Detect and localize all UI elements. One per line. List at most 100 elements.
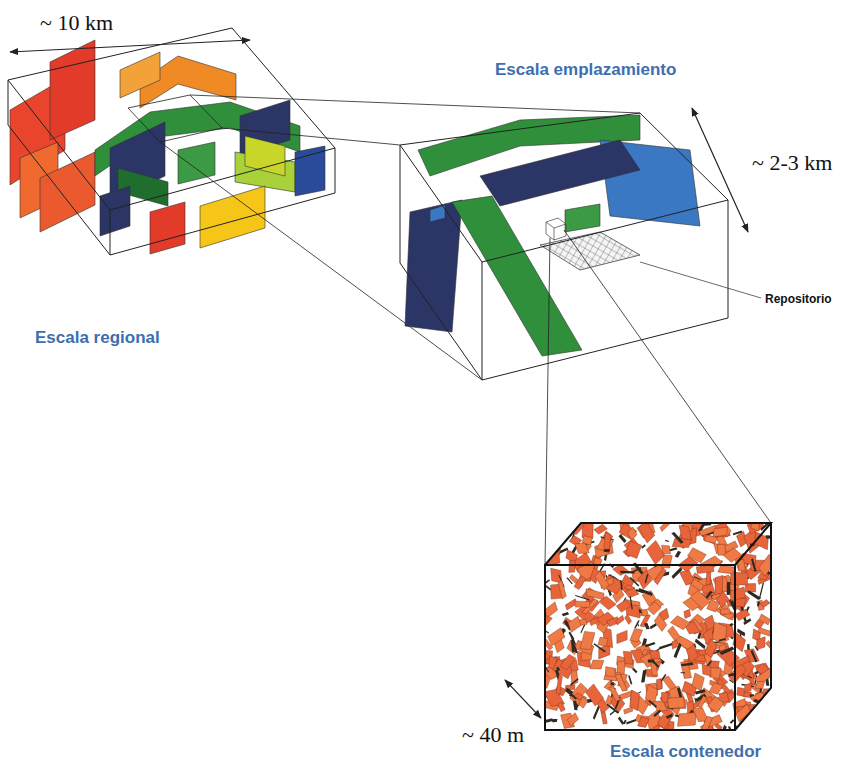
fracture-piece — [748, 591, 760, 600]
fracture-piece — [661, 555, 672, 568]
fracture-piece — [637, 623, 640, 627]
fracture-piece — [625, 614, 632, 624]
fracture-piece — [761, 708, 765, 719]
fracture-piece — [719, 638, 726, 641]
fracture-piece — [590, 660, 604, 669]
fracture-piece — [710, 666, 722, 679]
dimension-label: ~ 10 km — [40, 10, 113, 36]
fracture-piece — [599, 596, 616, 610]
fracture-piece — [754, 646, 758, 651]
fracture-piece — [579, 697, 588, 709]
fracture-piece — [619, 534, 627, 543]
fracture-piece — [641, 544, 646, 549]
fracture-piece — [654, 710, 662, 718]
fracture-piece — [747, 519, 764, 534]
fracture-piece — [616, 600, 631, 613]
fracture-piece — [594, 524, 608, 534]
fracture-piece — [681, 663, 694, 667]
fracture-piece — [556, 667, 560, 672]
fracture-piece — [606, 695, 613, 706]
fracture-piece — [565, 689, 577, 699]
fracture-piece — [671, 532, 683, 544]
fracture-piece — [630, 577, 640, 587]
fracture-piece — [696, 565, 714, 574]
fracture-piece — [630, 690, 640, 711]
fracture-piece — [651, 659, 659, 668]
fracture-plane — [40, 152, 95, 232]
fracture-piece — [634, 620, 639, 628]
fracture-piece — [645, 574, 649, 583]
container-scale-block: Escala contenedor — [540, 515, 780, 768]
fracture-piece — [757, 602, 760, 607]
fracture-piece — [580, 631, 595, 649]
fracture-piece — [616, 615, 624, 625]
fracture-piece — [665, 540, 669, 542]
fracture-plane — [480, 140, 640, 206]
fracture-piece — [751, 519, 759, 532]
fracture-piece — [686, 644, 698, 662]
fracture-piece — [715, 575, 723, 594]
fracture-piece — [662, 545, 671, 554]
fracture-piece — [544, 524, 548, 531]
fracture-piece — [759, 614, 770, 625]
fracture-piece — [586, 684, 604, 706]
fracture-piece — [569, 631, 575, 640]
fracture-piece — [558, 702, 565, 712]
fracture-piece — [625, 541, 641, 558]
fracture-piece — [620, 571, 634, 574]
fracture-piece — [562, 612, 570, 616]
fracture-piece — [718, 565, 736, 574]
fracture-piece — [641, 609, 648, 616]
site-fractures — [405, 115, 700, 356]
fracture-piece — [751, 558, 757, 572]
dimension-arrow — [692, 108, 748, 232]
fracture-plane — [50, 40, 95, 140]
regional-scale-block: Escala regional — [0, 20, 340, 360]
fracture-plane — [178, 142, 215, 184]
fracture-piece — [759, 722, 770, 733]
fracture-piece — [538, 536, 555, 548]
fracture-piece — [657, 678, 662, 690]
fracture-piece — [556, 675, 562, 695]
fracture-piece — [691, 579, 704, 592]
fracture-piece — [720, 646, 735, 655]
leader-line — [640, 262, 761, 298]
fracture-piece — [684, 609, 691, 618]
fracture-piece — [713, 527, 728, 537]
fracture-piece — [736, 704, 751, 722]
fracture-piece — [617, 630, 627, 643]
fracture-piece — [694, 698, 697, 703]
fracture-piece — [759, 583, 764, 598]
fracture-plane — [452, 196, 582, 356]
fracture-piece — [552, 719, 557, 722]
fracture-piece — [755, 682, 765, 689]
fracture-plane — [295, 146, 325, 196]
fracture-piece — [654, 614, 667, 631]
fracture-piece — [595, 571, 609, 590]
fracture-piece — [669, 547, 677, 551]
fracture-piece — [733, 531, 743, 536]
fracture-piece — [758, 628, 771, 637]
fracture-piece — [717, 544, 725, 555]
fracture-piece — [569, 560, 576, 572]
fracture-piece — [650, 651, 661, 659]
fracture-piece — [540, 616, 552, 626]
fracture-piece — [654, 568, 666, 585]
fracture-piece — [647, 602, 661, 615]
container-block — [545, 523, 771, 730]
part-label: Repositorio — [765, 292, 832, 306]
site-scale-block: Escala emplazamiento — [395, 55, 735, 385]
fracture-piece — [571, 670, 578, 685]
regional-block — [8, 28, 335, 255]
fracture-piece — [668, 697, 685, 709]
fracture-piece — [730, 719, 735, 724]
fracture-piece — [670, 616, 690, 630]
fracture-piece — [632, 668, 638, 674]
fracture-piece — [543, 579, 550, 585]
fracture-piece — [551, 568, 562, 583]
fracture-piece — [560, 654, 576, 670]
fracture-piece — [705, 639, 718, 658]
fracture-piece — [730, 587, 746, 601]
fracture-piece — [729, 623, 734, 627]
fracture-piece — [706, 572, 711, 585]
